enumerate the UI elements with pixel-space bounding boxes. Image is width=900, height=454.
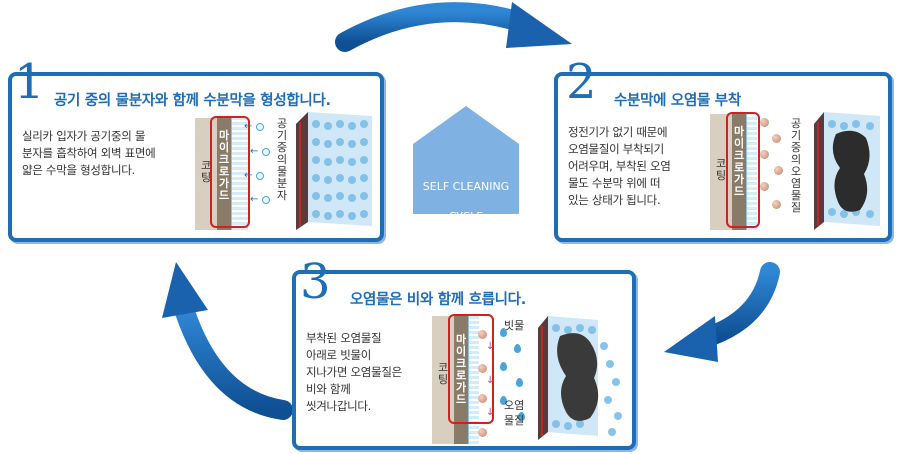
- step1-arrow-icon: ←: [250, 194, 259, 205]
- step3-dirt-particle: [478, 364, 487, 373]
- step1-coating-label: 코팅: [200, 159, 212, 184]
- step3-number: 3: [300, 254, 331, 310]
- step3-dirt-particle: [478, 330, 487, 339]
- step2-dirt-particle: [774, 166, 783, 175]
- center-label: SELF CLEANING CYCLE: [411, 164, 521, 224]
- arrow-step1-to-step2: [335, 2, 572, 52]
- center-label-line1: SELF CLEANING: [422, 180, 510, 193]
- step3-down-arrow-icon: ↓: [486, 407, 495, 418]
- step2-microguard-label: 마이크로가드: [733, 125, 745, 198]
- step2-highlight-box: [726, 112, 760, 228]
- step1-microguard-layer: [217, 118, 231, 230]
- step3-dirt-particle: [478, 394, 487, 403]
- step2-title: 수분막에 오염물 부착: [614, 93, 741, 109]
- step3-microguard-layer: [454, 316, 468, 444]
- step2-microguard-layer: [732, 114, 746, 230]
- step1-arrow-icon: ←: [244, 170, 253, 181]
- step3-raindrop: [500, 328, 507, 337]
- step3-raindrop: [500, 362, 507, 371]
- step3-dirt-label: 오염 물질: [504, 399, 525, 427]
- step2-dirt-particle: [760, 182, 769, 191]
- step1-microguard-label: 마이크로가드: [218, 129, 230, 202]
- step3-microguard-label: 마이크로가드: [455, 333, 467, 406]
- step1-description: 실리카 입자가 공기중의 물 분자를 흡착하여 외벽 표면에 얇은 수막을 형성…: [22, 129, 156, 177]
- step1-water-film: [231, 118, 248, 230]
- step1-title: 공기 중의 물분자와 함께 수분막을 형성합니다.: [54, 93, 331, 109]
- step1-water-molecule: [262, 196, 270, 204]
- step2-side-label: 공기중의오염물질: [790, 117, 802, 214]
- step3-raindrop: [500, 396, 507, 405]
- step2-dirt-particle: [760, 150, 769, 159]
- step1-arrow-icon: ←: [250, 146, 259, 157]
- step1-highlight-box: [210, 116, 250, 228]
- step1-number: 1: [14, 54, 45, 110]
- step2-description: 정전기가 없기 때문에 오염물질이 부착되기 어려우며, 부착된 오염 물도 수…: [568, 125, 671, 207]
- step3-raindrop: [518, 412, 525, 421]
- step1-side-label: 공기중의물분자: [276, 117, 288, 202]
- step3-down-arrow-icon: ↓: [486, 341, 495, 352]
- step3-raindrop: [516, 378, 523, 387]
- step3-description: 부착된 오염물질 아래로 빗물이 지나가면 오염물질은 비와 함께 씻겨나갑니다…: [306, 331, 402, 413]
- step1-water-molecule: [256, 172, 264, 180]
- step1-water-molecule: [256, 123, 264, 131]
- arrow-step3-to-step1: [162, 262, 293, 420]
- step3-water-film: [468, 316, 479, 444]
- center-label-line2: CYCLE: [448, 210, 484, 223]
- step1-arrow-icon: ←: [244, 121, 253, 132]
- step2-water-film: [746, 114, 757, 230]
- step3-down-arrow-icon: ↓: [486, 375, 495, 386]
- arrow-step2-to-step3: [664, 262, 780, 362]
- step2-dirt-particle: [760, 118, 769, 127]
- step3-dirt-particle: [478, 428, 487, 437]
- step2-number: 2: [566, 54, 597, 110]
- step2-wall-block: [814, 112, 880, 230]
- step3-title: 오염물은 비와 함께 흐릅니다.: [350, 292, 526, 308]
- step3-highlight-box: [448, 314, 494, 424]
- step3-rain-label: 빗물: [504, 319, 525, 332]
- step3-wall-block: [538, 316, 622, 440]
- step3-coating-label: 코팅: [437, 361, 449, 386]
- step2-coating-label: 코팅: [715, 157, 727, 182]
- step1-water-molecule: [262, 148, 270, 156]
- self-cleaning-house: [413, 106, 519, 214]
- step2-dirt-particle: [772, 200, 781, 209]
- step3-raindrop: [514, 344, 521, 353]
- step1-wall-block: [296, 112, 372, 230]
- step2-dirt-particle: [772, 134, 781, 143]
